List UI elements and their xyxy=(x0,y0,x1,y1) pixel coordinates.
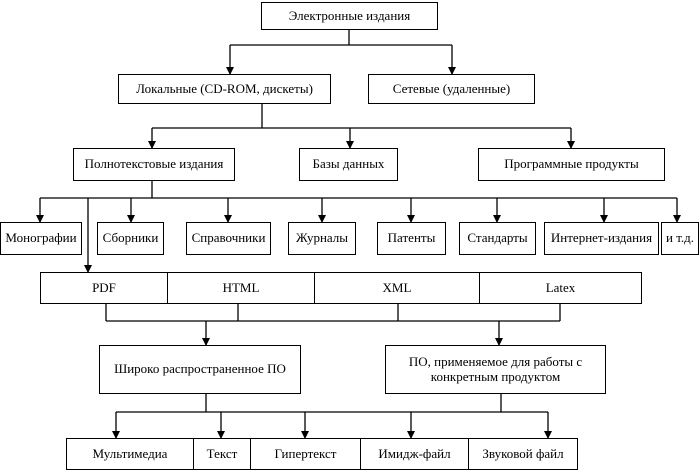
databases-node: Базы данных xyxy=(299,148,398,181)
fulltext-publications-node: Полнотекстовые издания xyxy=(73,148,235,181)
filetype-image-file: Имидж-файл xyxy=(360,438,469,470)
category-patents: Патенты xyxy=(377,222,446,255)
root-node: Электронные издания xyxy=(261,2,438,30)
format-pdf: PDF xyxy=(40,272,168,304)
filetype-multimedia: Мультимедиа xyxy=(66,438,194,470)
format-xml: XML xyxy=(314,272,480,304)
category-monographs: Монографии xyxy=(0,222,82,255)
category-standards: Стандарты xyxy=(459,222,536,255)
software-products-node: Программные продукты xyxy=(478,148,665,181)
network-publications-node: Сетевые (удаленные) xyxy=(368,74,535,104)
specific-software-node: ПО, применяемое для работы с конкретным … xyxy=(385,345,606,394)
local-publications-node: Локальные (CD-ROM, дискеты) xyxy=(118,74,331,104)
category-reference-books: Справочники xyxy=(186,222,271,255)
category-collections: Сборники xyxy=(97,222,164,255)
filetype-audio-file: Звуковой файл xyxy=(468,438,578,470)
filetype-text: Текст xyxy=(193,438,251,470)
format-html: HTML xyxy=(167,272,315,304)
common-software-node: Широко распространенное ПО xyxy=(99,345,301,394)
category-journals: Журналы xyxy=(288,222,356,255)
filetype-hypertext: Гипертекст xyxy=(250,438,361,470)
category-etc: и т.д. xyxy=(661,222,699,255)
category-internet-publications: Интернет-издания xyxy=(544,222,659,255)
format-latex: Latex xyxy=(479,272,642,304)
